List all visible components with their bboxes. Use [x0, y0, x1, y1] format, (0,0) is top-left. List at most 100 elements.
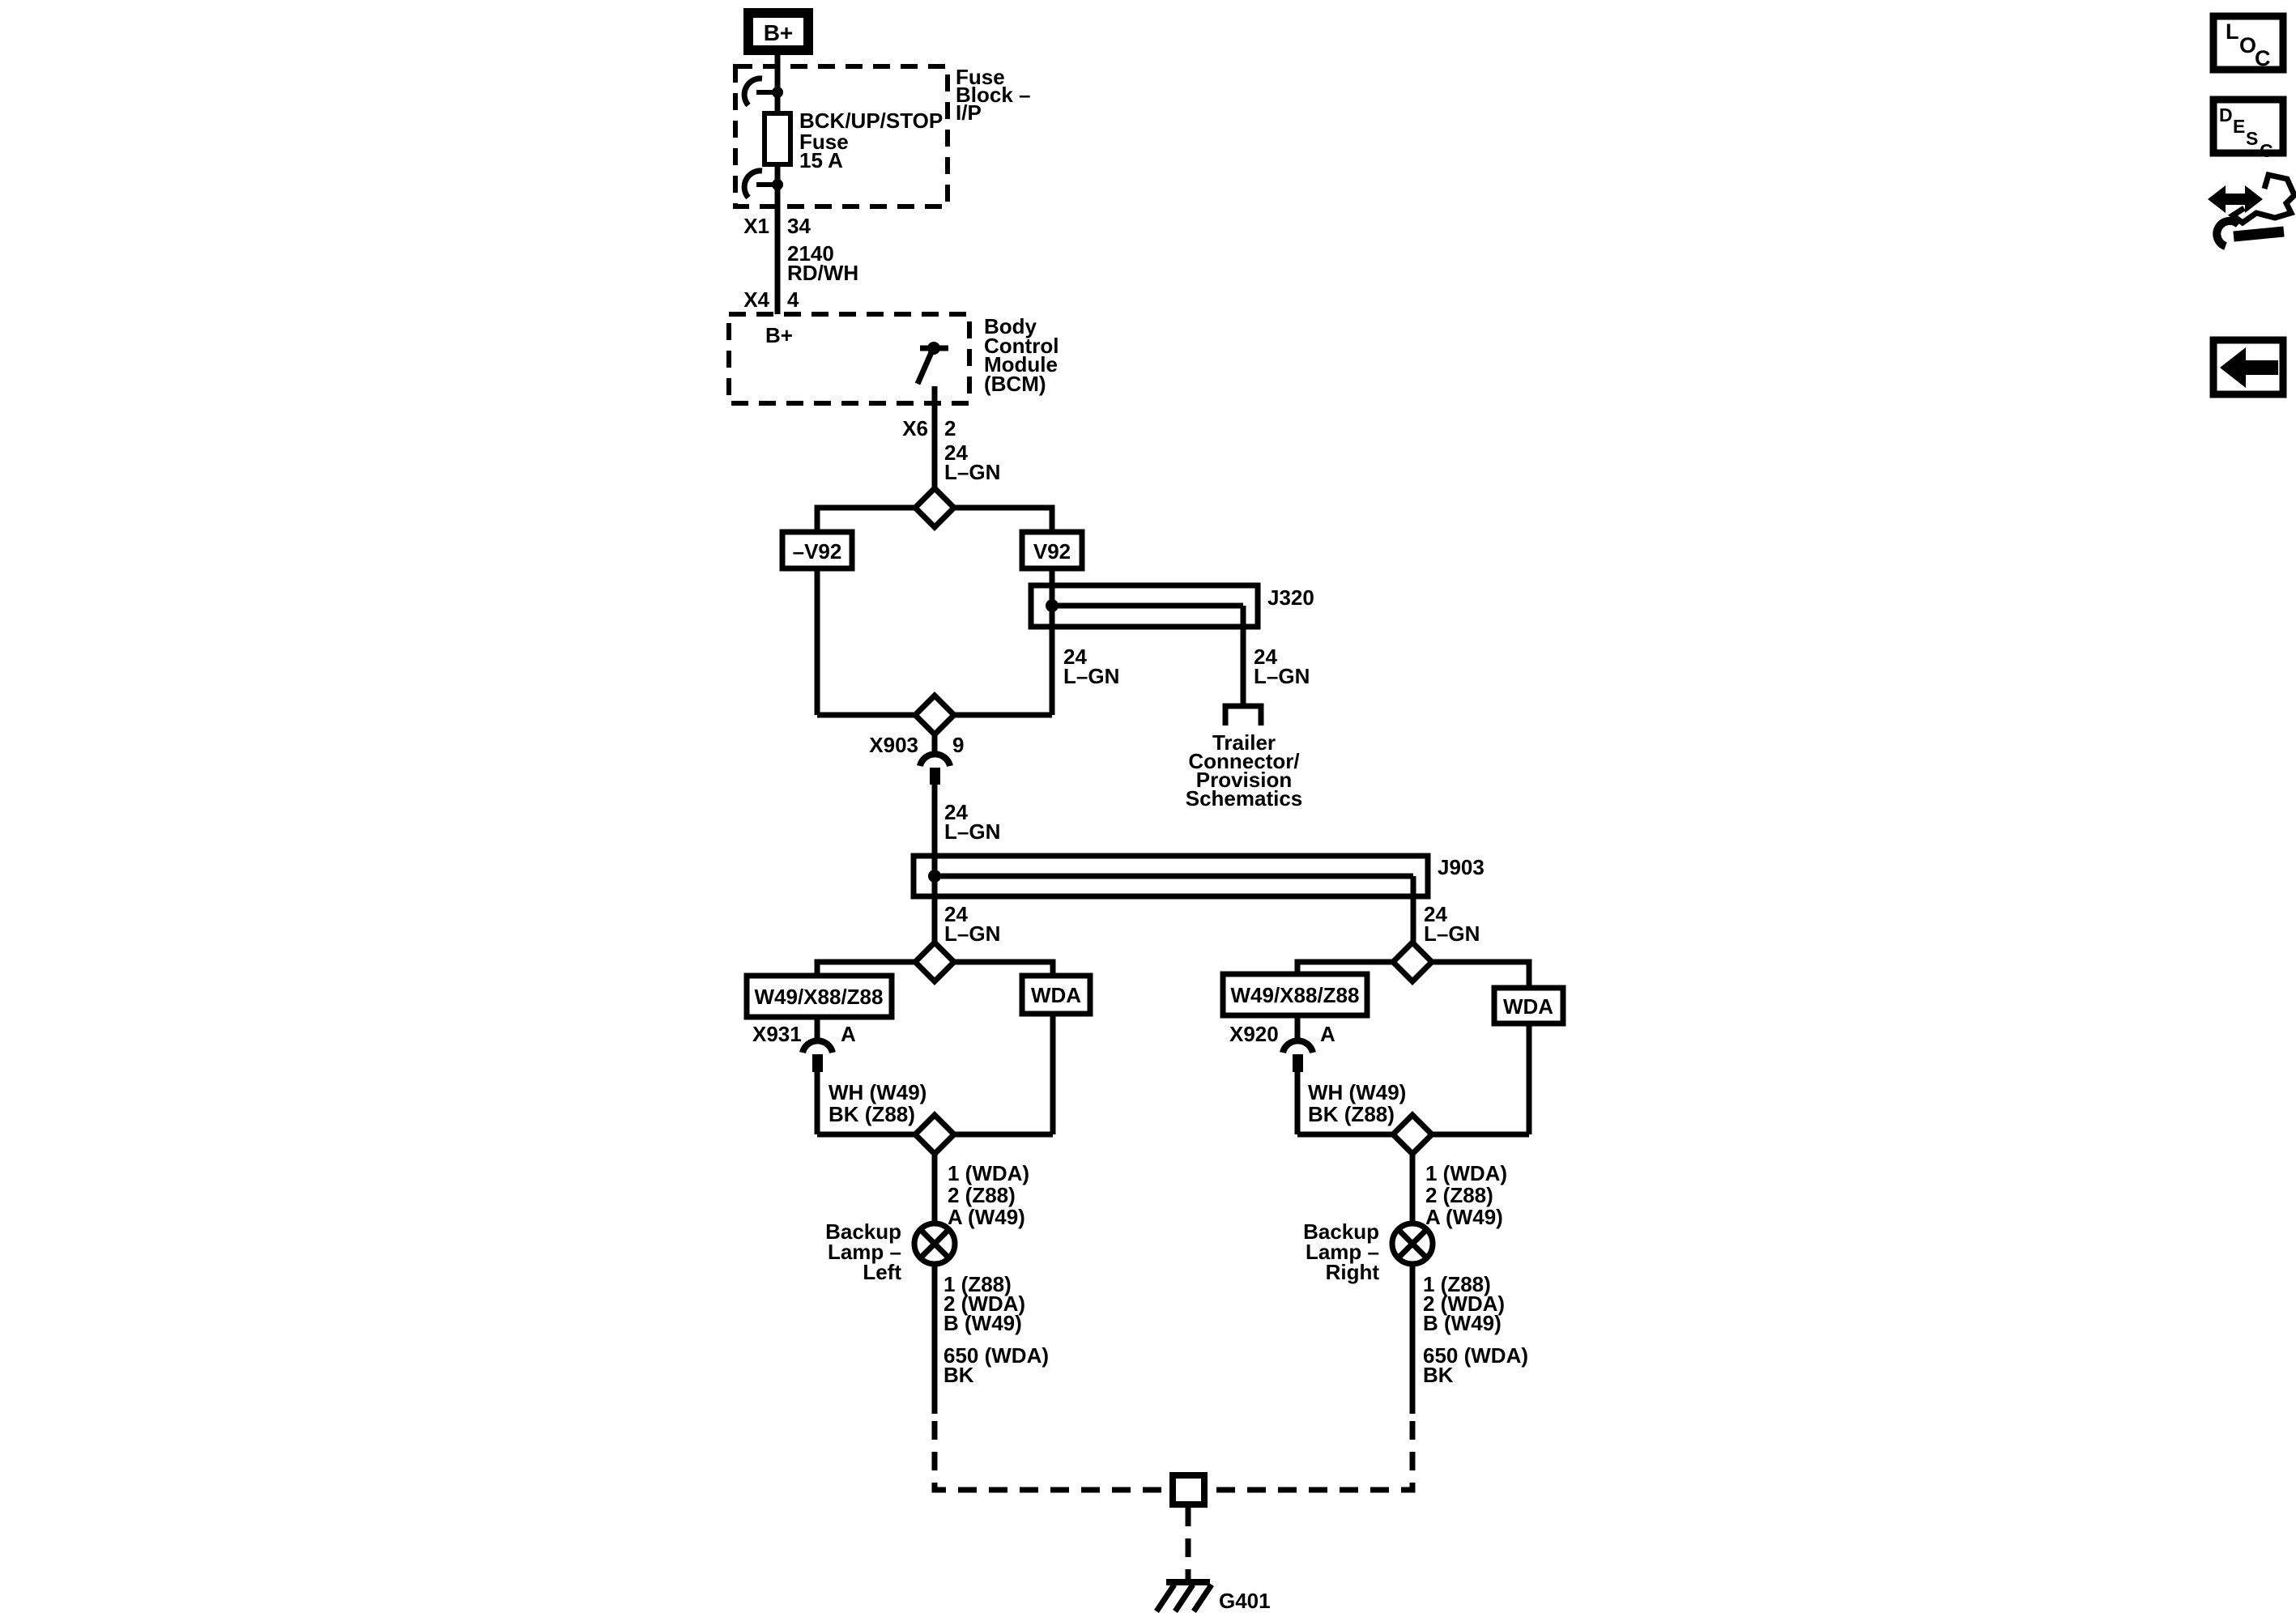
inline-connector-icon: [917, 734, 953, 856]
fuse-label-line: 15 A: [799, 148, 843, 172]
ground-symbol: [1154, 1579, 1214, 1613]
pin-label: A: [841, 1022, 856, 1046]
wire-right-harness: [1294, 959, 1393, 974]
wire-left-wda: [954, 959, 1056, 976]
pin-label: A: [1320, 1022, 1335, 1046]
wire-gauge-label: 24: [1424, 902, 1447, 926]
fuse-symbol: [762, 111, 793, 167]
loc-button[interactable]: L O C: [2209, 12, 2287, 74]
pin-map-line: 2 (Z88): [1425, 1183, 1493, 1207]
wire-color-label: BK (Z88): [1308, 1102, 1395, 1126]
splice-diamond: [911, 484, 958, 531]
switch-icon: [914, 342, 948, 385]
wire-color-label: L–GN: [1254, 664, 1310, 688]
wire-branch-left: [814, 504, 915, 532]
ground-wire-left-dashed: [931, 1421, 1169, 1493]
wire-color-label: WH (W49): [1308, 1080, 1406, 1104]
desc-letter: S: [2246, 128, 2258, 149]
trailer-connector-icon: [1222, 703, 1264, 726]
pin-map-line: A (W49): [948, 1205, 1025, 1229]
desc-button-box[interactable]: [2209, 96, 2287, 157]
ground-splice-box: [1169, 1472, 1208, 1508]
wire-gauge-label: 24: [1254, 645, 1277, 669]
double-arrow-icon: [2208, 185, 2263, 213]
pin-map-line: B (W49): [1423, 1311, 1502, 1335]
wire-color-label: L–GN: [1424, 921, 1480, 946]
wire-gauge-label: 24: [944, 800, 968, 824]
fuse-block-name-line: Block –: [956, 83, 1031, 107]
wire-left-harness: [814, 959, 915, 976]
pin-map-line: 1 (Z88): [1423, 1272, 1491, 1296]
wire-color-label: L–GN: [944, 921, 1000, 946]
ground-label: G401: [1219, 1589, 1271, 1613]
wrench-icon-handle: [2233, 226, 2285, 242]
desc-button[interactable]: D E S C: [2209, 96, 2287, 161]
lamp-name-line: Backup: [825, 1219, 901, 1244]
fuse-label-line: Fuse: [799, 130, 849, 154]
inline-connector-icon: [1280, 1015, 1316, 1134]
wire-color-label: BK (Z88): [829, 1102, 915, 1126]
desc-letter: C: [2260, 140, 2273, 161]
wire-circuit-label: 2140: [787, 241, 834, 266]
option-label: –V92: [793, 539, 842, 564]
schematic-tools-icon[interactable]: [2208, 171, 2296, 250]
wire-gauge-label: 24: [944, 902, 968, 926]
splice-diamond: [911, 691, 958, 738]
splice-diamond: [911, 938, 958, 985]
wire-color-label: BK: [944, 1363, 974, 1387]
pin-map-line: 1 (WDA): [1425, 1161, 1507, 1185]
fuse-block: Fuse Block – I/P BCK/UP/STOP Fuse 15 A: [733, 64, 1031, 209]
wire-gauge-label: 24: [944, 440, 968, 465]
trailer-note-line: Provision: [1196, 768, 1292, 792]
splice-diamond: [911, 1111, 958, 1158]
wire-color-label: L–GN: [1063, 664, 1119, 688]
fuse-label-line: BCK/UP/STOP: [799, 109, 943, 133]
wire-color-label: BK: [1423, 1363, 1454, 1387]
wda-label: WDA: [1031, 983, 1081, 1007]
lamp-icon-left: [911, 1220, 958, 1267]
back-arrow-icon: [2220, 347, 2278, 388]
j903-label: J903: [1438, 855, 1485, 879]
bcm-internal-bplus: B+: [765, 323, 793, 347]
option-label: V92: [1033, 539, 1071, 564]
j320-label: J320: [1267, 585, 1314, 610]
pin-map-line: 2 (Z88): [948, 1183, 1016, 1207]
wda-box: [1019, 972, 1093, 1017]
harness-label: W49/X88/Z88: [755, 985, 884, 1009]
pin-map-line: B (W49): [944, 1311, 1022, 1335]
wire-right-wda: [1432, 959, 1532, 988]
desc-letter: D: [2219, 104, 2233, 126]
option-box-minus-v92: [779, 529, 855, 572]
fuse-block-name-line: Fuse: [956, 65, 1005, 89]
loc-letter: C: [2255, 46, 2271, 70]
loc-letter: O: [2239, 33, 2256, 57]
wire-color-label: RD/WH: [787, 261, 858, 285]
lamp-name-line: Lamp –: [1306, 1240, 1379, 1264]
wire-circuit-label: 650 (WDA): [1423, 1343, 1528, 1368]
b-plus-terminal: B+: [743, 8, 813, 55]
back-button[interactable]: [2209, 336, 2287, 398]
harness-label: W49/X88/Z88: [1231, 983, 1360, 1007]
desc-letter: E: [2233, 116, 2245, 137]
trailer-note-line: Schematics: [1186, 786, 1303, 811]
lamp-icon-right: [1389, 1220, 1436, 1267]
trailer-note-line: Connector/: [1188, 749, 1299, 773]
wda-label: WDA: [1503, 994, 1553, 1019]
connector-label: X4: [743, 287, 769, 312]
bcm-name-line: Control: [984, 334, 1059, 358]
pin-label: 9: [952, 733, 964, 757]
b-plus-label: B+: [764, 20, 794, 45]
fuse-block-outline: [733, 64, 950, 209]
wire-color-label: L–GN: [944, 819, 1000, 844]
loc-letter: L: [2226, 19, 2239, 44]
loc-button-box[interactable]: [2209, 12, 2287, 74]
connector-label: X931: [752, 1022, 802, 1046]
pin-map-line: A (W49): [1425, 1205, 1503, 1229]
bcm-name-line: Body: [984, 314, 1037, 338]
bcm-outline: [726, 312, 972, 406]
lamp-name-line: Right: [1326, 1260, 1380, 1284]
lamp-name-line: Left: [863, 1260, 901, 1284]
wrench-icon-jaw: [2213, 216, 2242, 250]
trailer-note-line: Trailer: [1212, 730, 1276, 755]
wire-branch-right: [954, 504, 1055, 532]
